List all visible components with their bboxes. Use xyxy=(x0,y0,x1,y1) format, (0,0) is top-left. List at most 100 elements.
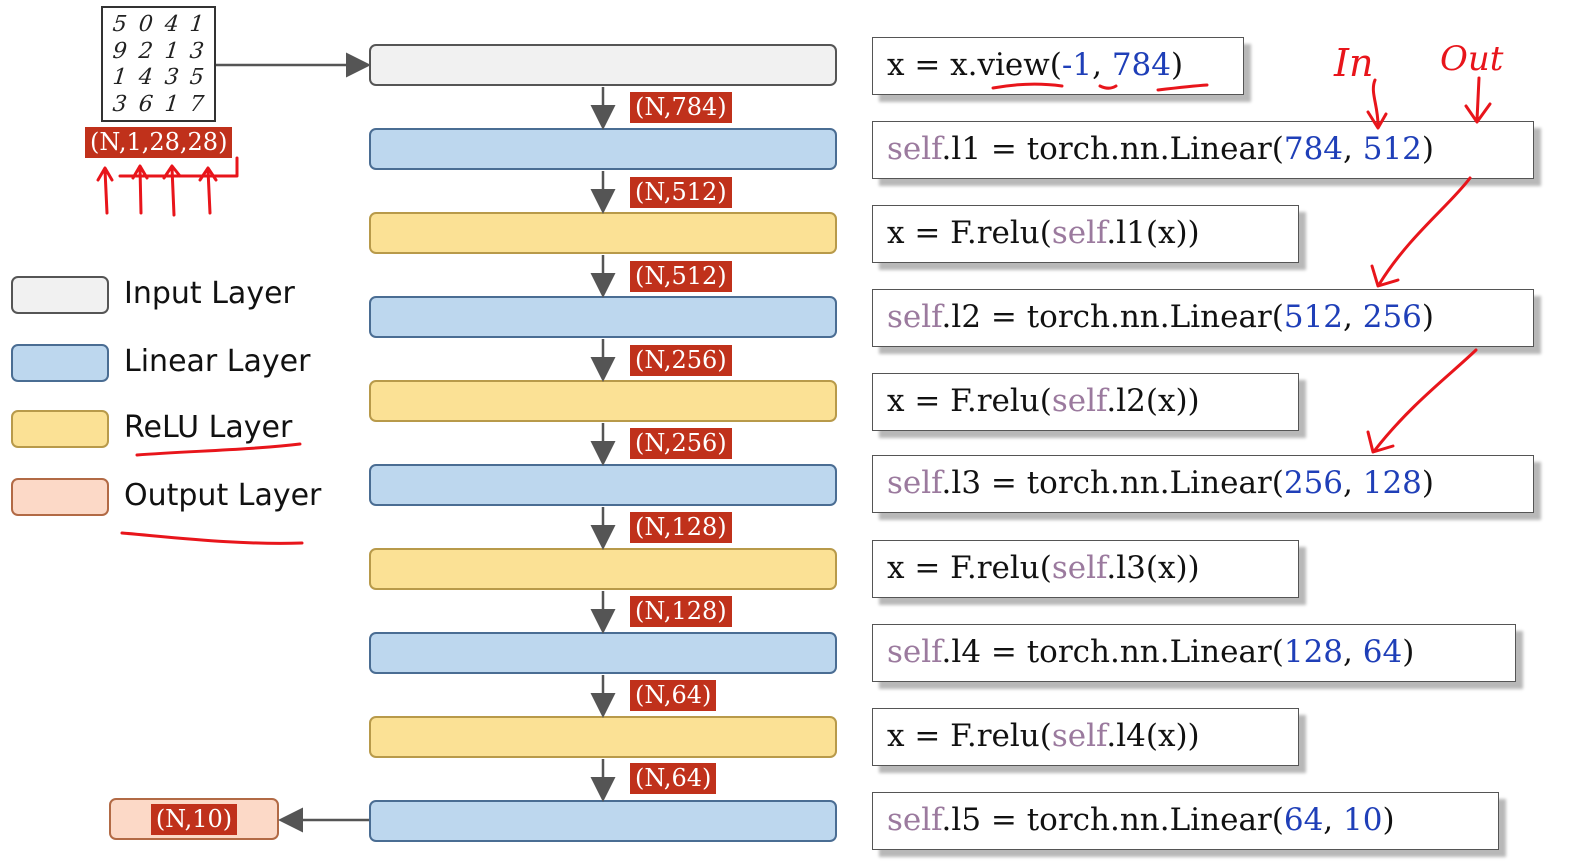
code-text: ) xyxy=(1382,802,1395,838)
relu-layer-1-bar xyxy=(369,212,837,254)
code-self-keyword: self xyxy=(887,634,942,670)
input-layer-bar xyxy=(369,44,837,86)
legend-swatch-relu xyxy=(11,410,109,448)
input-shape-tag: (N,1,28,28) xyxy=(85,127,233,158)
handwritten-annotations xyxy=(96,76,1492,545)
legend-label-output: Output Layer xyxy=(124,478,322,513)
code-number: 128 xyxy=(1362,465,1422,501)
code-self-keyword: self xyxy=(1051,383,1107,419)
underline-output-legend xyxy=(120,531,304,545)
code-linear-3: self.l3 = torch.nn.Linear(256, 128) xyxy=(872,455,1534,513)
code-number: 784 xyxy=(1283,131,1344,167)
code-self-keyword: self xyxy=(1051,718,1107,754)
shape-tag: (N,256) xyxy=(630,345,732,376)
legend-swatch-input xyxy=(11,276,109,314)
shape-tag: (N,512) xyxy=(630,261,732,292)
link-arrow-2 xyxy=(1366,348,1478,454)
code-self-keyword: self xyxy=(887,465,942,501)
output-layer-box: (N,10) xyxy=(109,798,279,840)
shape-tag: (N,64) xyxy=(630,680,717,711)
code-number: 64 xyxy=(1283,802,1324,838)
underline-784 xyxy=(1156,83,1209,92)
code-self-keyword: self xyxy=(887,299,942,335)
code-text: , xyxy=(1343,299,1363,335)
mnist-sample-image: 5 0 4 1 9 2 1 3 1 4 3 5 3 6 1 7 xyxy=(101,6,216,122)
relu-layer-4-bar xyxy=(369,716,837,758)
code-self-keyword: self xyxy=(1051,550,1107,586)
code-self-keyword: self xyxy=(1051,215,1107,251)
bracket-line xyxy=(118,156,239,178)
code-text: , xyxy=(1323,802,1344,838)
dim-arrow-2 xyxy=(131,164,149,215)
code-linear-1: self.l1 = torch.nn.Linear(784, 512) xyxy=(872,121,1534,179)
linear-layer-4-bar xyxy=(369,632,837,674)
shape-tag: (N,64) xyxy=(630,763,717,794)
code-text: ) xyxy=(1421,299,1435,335)
shape-tag: (N,512) xyxy=(630,177,732,208)
code-text: .l5 = torch.nn.Linear( xyxy=(941,802,1284,838)
code-text: .l1 = torch.nn.Linear( xyxy=(941,131,1284,167)
code-number: 512 xyxy=(1362,131,1422,167)
code-text: .l1(x)) xyxy=(1106,215,1200,251)
code-text: ) xyxy=(1171,47,1184,83)
code-text: ) xyxy=(1421,465,1435,501)
code-linear-4: self.l4 = torch.nn.Linear(128, 64) xyxy=(872,624,1516,682)
code-linear-2: self.l2 = torch.nn.Linear(512, 256) xyxy=(872,289,1534,347)
code-text: ) xyxy=(1402,634,1415,670)
code-text: x = F.relu( xyxy=(887,215,1052,251)
code-text: x = F.relu( xyxy=(887,718,1052,754)
code-text: x = F.relu( xyxy=(887,383,1052,419)
out-down-arrow xyxy=(1464,76,1492,124)
shape-tag: (N,128) xyxy=(630,596,732,627)
shape-tag: (N,256) xyxy=(630,428,732,459)
output-shape-tag: (N,10) xyxy=(150,803,238,835)
code-text: .l2 = torch.nn.Linear( xyxy=(941,299,1284,335)
in-down-arrow xyxy=(1366,78,1388,130)
code-number: 128 xyxy=(1283,634,1344,670)
code-relu-1: x = F.relu(self.l1(x)) xyxy=(872,205,1299,263)
underline-view xyxy=(991,82,1064,90)
legend-label-linear: Linear Layer xyxy=(124,344,311,379)
link-arrow-1 xyxy=(1370,176,1472,288)
code-text: , xyxy=(1092,47,1112,83)
code-number: 256 xyxy=(1362,299,1422,335)
code-number: 10 xyxy=(1343,802,1383,838)
code-text: , xyxy=(1343,465,1363,501)
dim-arrow-3 xyxy=(162,164,182,217)
code-text: .l4(x)) xyxy=(1106,718,1200,754)
dim-arrow-1 xyxy=(96,166,114,215)
shape-tag: (N,128) xyxy=(630,512,732,543)
code-self-keyword: self xyxy=(887,802,942,838)
code-text: .l3(x)) xyxy=(1106,550,1200,586)
code-text: x = x.view( xyxy=(887,47,1062,83)
legend-swatch-linear xyxy=(11,344,109,382)
annotation-in-label: In xyxy=(1333,41,1373,85)
code-text: x = F.relu( xyxy=(887,550,1052,586)
code-self-keyword: self xyxy=(887,131,942,167)
annotation-out-label: Out xyxy=(1440,39,1504,79)
code-view: x = x.view(-1, 784) xyxy=(872,37,1244,95)
code-linear-5: self.l5 = torch.nn.Linear(64, 10) xyxy=(872,792,1499,850)
code-number: 512 xyxy=(1283,299,1344,335)
code-number: -1 xyxy=(1061,47,1093,83)
code-text: .l2(x)) xyxy=(1106,383,1200,419)
legend-label-input: Input Layer xyxy=(124,276,295,311)
code-relu-3: x = F.relu(self.l3(x)) xyxy=(872,540,1299,598)
legend-swatch-output xyxy=(11,478,109,516)
shape-tag: (N,784) xyxy=(630,92,732,123)
underline-relu-legend xyxy=(135,442,302,457)
code-text: .l4 = torch.nn.Linear( xyxy=(941,634,1284,670)
code-number: 256 xyxy=(1283,465,1344,501)
linear-layer-3-bar xyxy=(369,464,837,506)
code-text: ) xyxy=(1421,131,1435,167)
code-relu-2: x = F.relu(self.l2(x)) xyxy=(872,373,1299,431)
code-text: , xyxy=(1343,131,1363,167)
code-text: .l3 = torch.nn.Linear( xyxy=(941,465,1284,501)
code-text: , xyxy=(1343,634,1363,670)
legend-label-relu: ReLU Layer xyxy=(124,410,293,445)
code-number: 784 xyxy=(1111,47,1171,83)
code-relu-4: x = F.relu(self.l4(x)) xyxy=(872,708,1299,766)
underline-minus-one xyxy=(1098,84,1118,90)
code-number: 64 xyxy=(1362,634,1403,670)
